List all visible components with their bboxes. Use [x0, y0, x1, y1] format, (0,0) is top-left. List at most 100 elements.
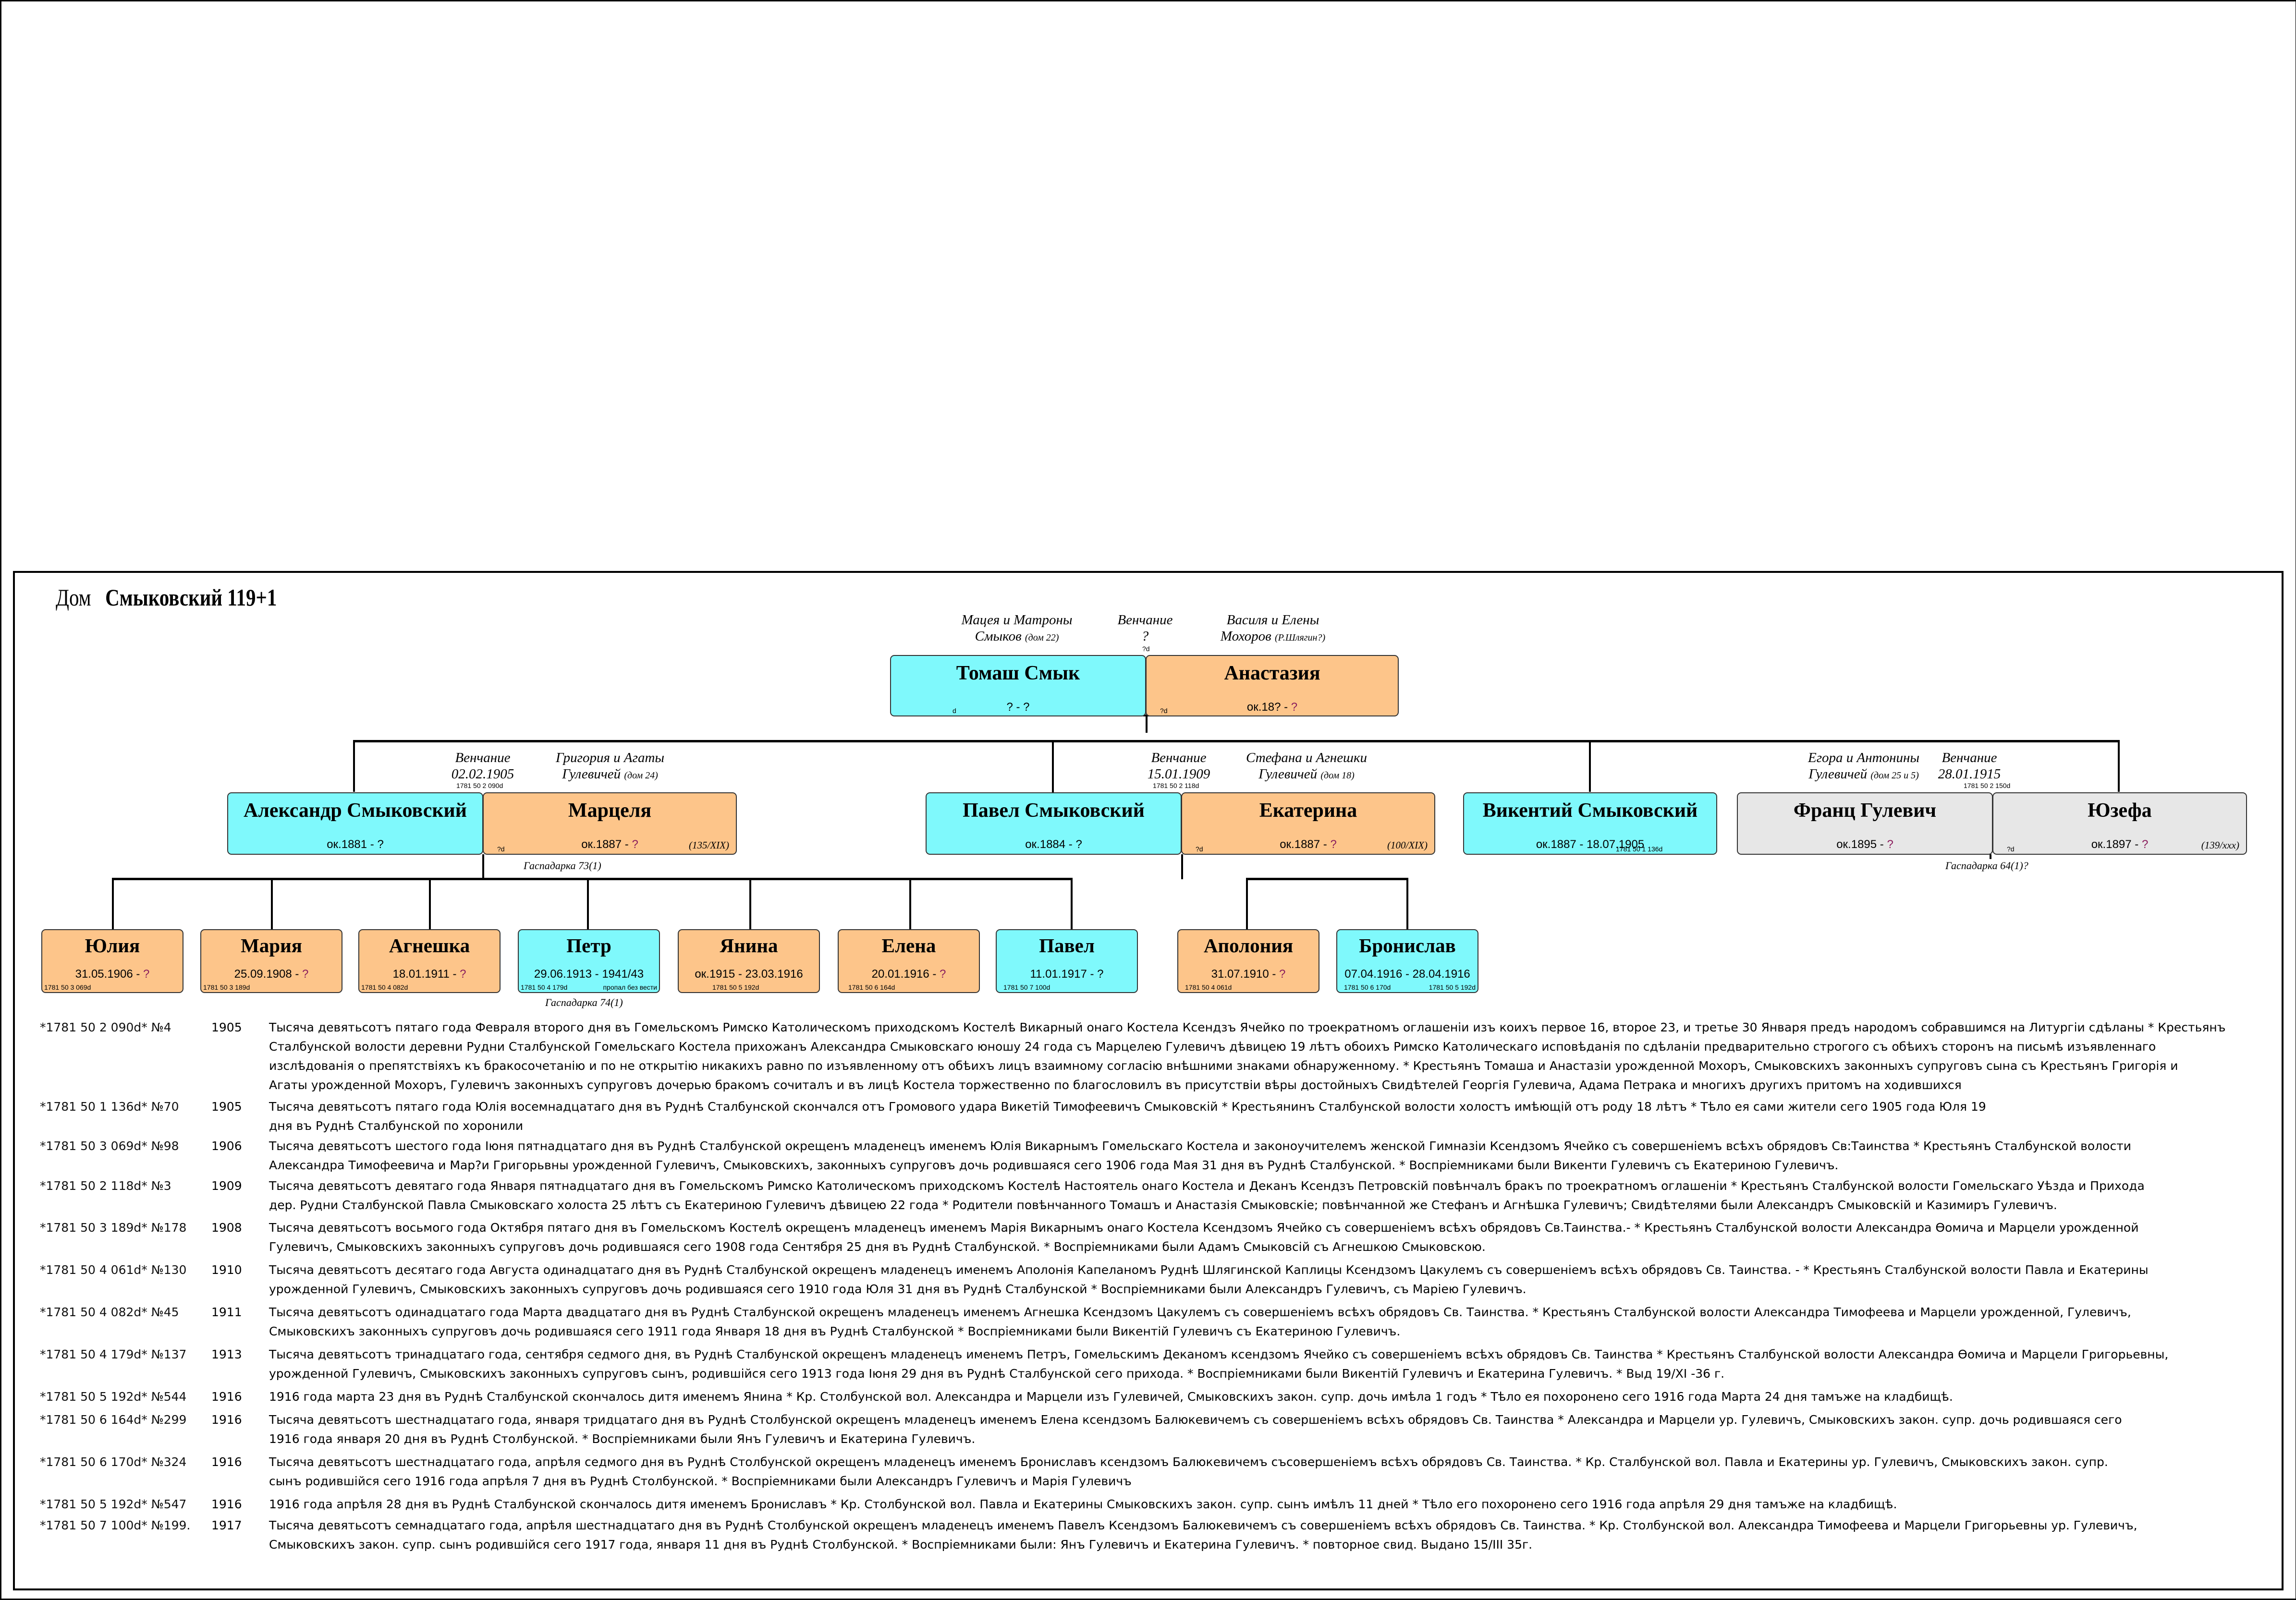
wedding-ref-1909: 1781 50 2 118d [1153, 782, 1199, 789]
record-line: сынъ родившійся сего 1916 года апрѣля 7 … [269, 1474, 1132, 1488]
record-line: Смыковскихъ законныхъ супруговъ дочь род… [269, 1324, 1401, 1338]
person-dates: ок.1884 - ? [1025, 838, 1082, 851]
caption-line: Гулевичей (дом 25 и 5) [1768, 766, 1960, 784]
person-card-marcelia[interactable]: Марцеля ок.1887 - ? (135/XIX) ?d [483, 792, 737, 855]
unknown-mark: ? [1330, 838, 1337, 851]
caption-surname: Смыков [975, 629, 1022, 644]
unknown-mark: ? [1887, 838, 1893, 851]
person-name: Бронислав [1359, 934, 1456, 957]
record-id: *1781 50 2 090d* №4 [40, 1020, 171, 1034]
person-dates: 31.05.1906 - ? [42, 968, 183, 981]
connector-line [749, 878, 751, 930]
caption-line: Григория и Агаты [555, 750, 665, 765]
person-card-alexander[interactable]: Александр Смыковский ок.1881 - ? [227, 792, 483, 855]
record-line: Тысяча девятьсотъ девятаго года Января п… [269, 1179, 2145, 1193]
person-card-yulia[interactable]: Юлия 31.05.1906 - ? 1781 50 3 069d [41, 929, 183, 993]
person-dates: 07.04.1916 - 28.04.1916 [1344, 968, 1470, 981]
caption-line: Мацея и Матроны [961, 612, 1073, 628]
connector-line [353, 740, 2120, 742]
person-name: Павел Смыковский [963, 800, 1145, 822]
person-card-petr[interactable]: Петр 29.06.1913 - 1941/43 1781 50 4 179d… [518, 929, 660, 993]
connector-line [112, 878, 1073, 880]
parents-caption-tomash: Мацея и Матроны Смыков (дом 22) [921, 612, 1113, 646]
person-card-anastasia[interactable]: Анастазия ок.18? - ? ?d [1146, 655, 1399, 716]
person-card-pavel[interactable]: Павел Смыковский ок.1884 - ? [926, 792, 1182, 855]
person-card-agneshka[interactable]: Агнешка 18.01.1911 - ? 1781 50 4 082d [358, 929, 501, 993]
caption-line: Стефана и Агнешки [1246, 750, 1368, 765]
household-note-74: Гаспадарка 74(1) [545, 996, 623, 1008]
record-line: Тысяча девятьсотъ шестого года Іюня пятн… [269, 1139, 2132, 1153]
record-id: *1781 50 6 164d* №299 [40, 1413, 187, 1427]
record-ref: 1781 50 4 082d [361, 983, 408, 991]
wedding-caption-1915: Венчание 28.01.1915 [1921, 750, 2017, 782]
caption-line: ? [1141, 629, 1149, 644]
record-text: 1916 года апрѣля 28 дня въ Руднѣ Сталбун… [269, 1495, 2296, 1514]
date-text: 20.01.1916 - [871, 968, 940, 981]
wedding-caption-1909: Венчание 15.01.1909 [1131, 750, 1227, 782]
record-line: Агаты урожденной Мохоръ, Гулевичъ законн… [269, 1078, 1962, 1092]
record-ref: 1781 50 6 170d [1344, 983, 1391, 991]
caption-surname: Гулевичей [1258, 766, 1318, 782]
record-ref: 1781 50 3 189d [203, 983, 250, 991]
record-line: дер. Рудни Сталбунской Павла Смыковскаго… [269, 1198, 2057, 1212]
person-dates: ок.1887 - ? [1182, 838, 1434, 851]
record-id: *1781 50 1 136d* №70 [40, 1100, 179, 1114]
date-text: 31.05.1906 - [75, 968, 144, 981]
connector-line [1146, 715, 1148, 733]
record-text: Тысяча девятьсотъ десятаго года Августа … [269, 1261, 2296, 1299]
connector-line [587, 878, 589, 930]
person-card-bronislav[interactable]: Бронислав 07.04.1916 - 28.04.1916 1781 5… [1336, 929, 1478, 993]
unknown-mark: ? [632, 838, 638, 851]
connector-line [271, 878, 273, 930]
unknown-mark: ? [302, 968, 309, 981]
person-name: Екатерина [1259, 800, 1357, 822]
record-year: 1916 [211, 1413, 242, 1427]
record-text: Тысяча девятьсотъ шестнадцатаго года, ап… [269, 1453, 2296, 1491]
person-card-vikentiy[interactable]: Викентий Смыковский ок.1887 - 18.07.1905… [1463, 792, 1717, 855]
record-ref: 1781 50 1 136d [1616, 845, 1663, 853]
person-dates: 25.09.1908 - ? [201, 968, 342, 981]
record-ref-2: 1781 50 5 192d [1429, 983, 1476, 991]
person-card-tomash[interactable]: Томаш Смык ? - ? d [890, 655, 1146, 716]
person-card-yuzefa[interactable]: Юзефа ок.1897 - ? (139/xxx) ?d [1992, 792, 2247, 855]
person-dates: 18.01.1911 - ? [359, 968, 500, 981]
caption-surname: Гулевичей [1808, 766, 1868, 782]
person-card-pavel-junior[interactable]: Павел 11.01.1917 - ? 1781 50 7 100d [996, 929, 1138, 993]
record-line: Александра Тимофеевича и Мар?и Григорьвн… [269, 1158, 1839, 1172]
person-dates: ок.1887 - 18.07.1905 [1536, 838, 1645, 851]
record-ref: 1781 50 5 192d [712, 983, 759, 991]
record-text: Тысяча девятьсотъ шестого года Іюня пятн… [269, 1137, 2296, 1175]
record-line: 1916 года апрѣля 28 дня въ Руднѣ Сталбун… [269, 1497, 1897, 1511]
person-card-maria[interactable]: Мария 25.09.1908 - ? 1781 50 3 189d [200, 929, 342, 993]
record-year: 1911 [211, 1305, 242, 1319]
person-card-ekaterina[interactable]: Екатерина ок.1887 - ? (100/XIX) ?d [1181, 792, 1435, 855]
record-line: Тысяча девятьсотъ семнадцатаго года, апр… [269, 1518, 2137, 1532]
person-name: Юлия [85, 934, 140, 957]
person-name: Марцеля [568, 800, 652, 822]
date-text: ок.1897 - [2091, 838, 2142, 851]
person-dates: 20.01.1916 - ? [839, 968, 979, 981]
record-ref: ?d [1160, 707, 1168, 715]
record-id: *1781 50 4 179d* №137 [40, 1347, 187, 1361]
person-card-apolonia[interactable]: Аполония 31.07.1910 - ? 1781 50 4 061d [1177, 929, 1319, 993]
parents-caption-anastasia: Василя и Елены Мохоров (Р.Шлягин?) [1177, 612, 1369, 646]
connector-line [353, 740, 355, 792]
person-card-yanina[interactable]: Янина ок.1915 - 23.03.1916 1781 50 5 192… [678, 929, 820, 993]
connector-line [1052, 740, 1054, 793]
record-year: 1910 [211, 1263, 242, 1277]
unknown-mark: ? [143, 968, 150, 981]
record-text: 1916 года марта 23 дня въ Руднѣ Сталбунс… [269, 1387, 2296, 1406]
caption-line: Гулевичей (дом 18) [1215, 766, 1398, 784]
record-text: Тысяча девятьсотъ семнадцатаго года, апр… [269, 1516, 2296, 1554]
record-line: дня въ Руднѣ Сталбунской по хоронили [269, 1119, 524, 1133]
connector-line [909, 878, 911, 930]
person-card-frants[interactable]: Франц Гулевич ок.1895 - ? [1737, 792, 1993, 855]
person-dates: ок.1887 - ? [484, 838, 736, 851]
record-line: урожденной Гулевичъ, Смыковскихъ законны… [269, 1282, 1527, 1296]
record-ref: 1781 50 3 069d [44, 983, 91, 991]
caption-house: (дом 24) [624, 770, 658, 781]
record-text: Тысяча девятьсотъ девятаго года Января п… [269, 1176, 2296, 1215]
person-card-elena[interactable]: Елена 20.01.1916 - ? 1781 50 6 164d [838, 929, 980, 993]
caption-line: Гулевичей (дом 24) [519, 766, 701, 784]
